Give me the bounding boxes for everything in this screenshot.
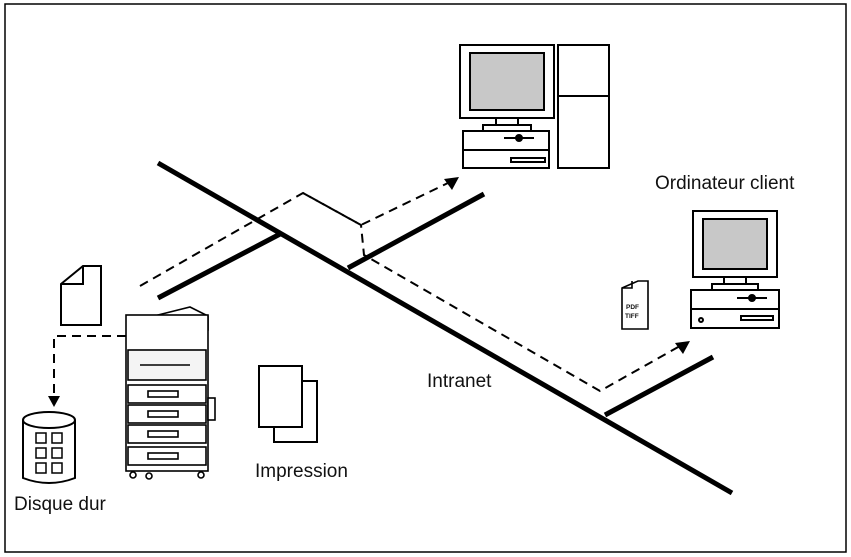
- hard-disk-icon: [22, 411, 76, 484]
- arrow-head-server: [444, 177, 459, 190]
- flow-to-client: [302, 192, 681, 393]
- pdf-tiff-file-icon: [621, 280, 649, 330]
- intranet-network: [156, 160, 734, 496]
- hard-disk-label: Disque dur: [14, 494, 107, 515]
- print-label: Impression: [255, 461, 348, 482]
- arrow-head-disk: [48, 396, 60, 407]
- server-computer-icon: [459, 44, 610, 169]
- client-computer-label: Ordinateur client: [655, 173, 795, 194]
- network-main-line: [156, 160, 734, 496]
- file-type-tiff-label: TIFF: [625, 313, 639, 320]
- client-computer-icon: [690, 210, 780, 329]
- file-type-pdf-label: PDF: [626, 304, 639, 311]
- scanned-document-icon: [60, 265, 102, 326]
- printed-pages-icon: [258, 365, 318, 443]
- flow-to-server: [139, 181, 451, 287]
- network-branch-client: [603, 354, 715, 418]
- flow-to-disk: [53, 335, 126, 400]
- network-branch-left: [156, 230, 284, 301]
- network-branch-server: [346, 191, 486, 271]
- intranet-label: Intranet: [427, 371, 492, 392]
- mfp-printer-icon: [125, 306, 216, 480]
- data-flow-paths: [53, 181, 681, 400]
- arrow-head-client: [675, 341, 690, 354]
